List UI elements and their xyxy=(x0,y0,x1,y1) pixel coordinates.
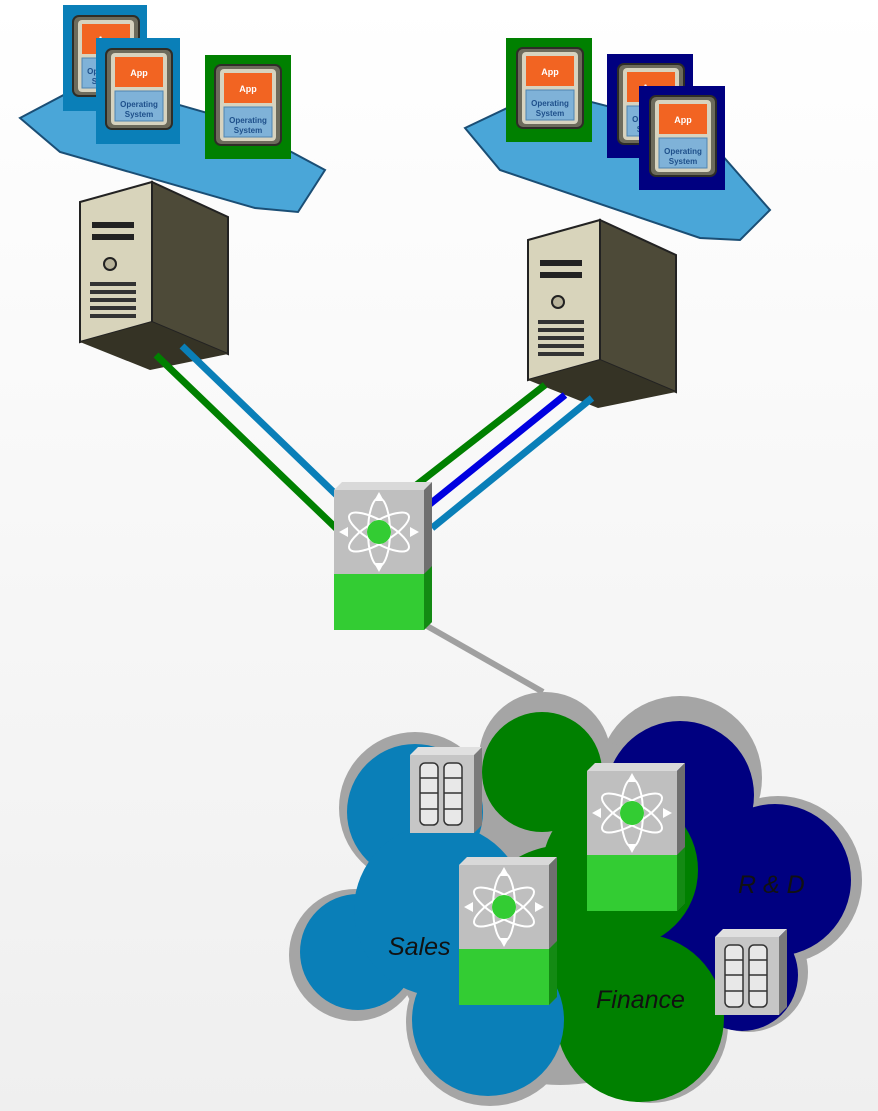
vm-os-label-line2: System xyxy=(669,157,697,166)
vm-left-2: App Operating System xyxy=(96,38,180,144)
uplink-right xyxy=(407,382,595,531)
segment-label-sales: Sales xyxy=(388,933,451,961)
storage-array-rnd xyxy=(714,928,788,1016)
physical-server-left xyxy=(79,181,229,371)
storage-array-sales xyxy=(409,746,483,834)
switch-sales xyxy=(458,856,558,1006)
segment-label-rnd: R & D xyxy=(738,871,805,899)
vm-os-label-line1: Operating xyxy=(531,99,569,108)
vm-left-3: App Operating System xyxy=(205,55,291,159)
core-to-campus-link xyxy=(418,619,545,695)
vm-os-label-line1: Operating xyxy=(120,100,158,109)
switch-finance xyxy=(586,762,686,912)
physical-server-right xyxy=(527,219,677,409)
vm-os-label-line1: Operating xyxy=(664,147,702,156)
vm-app-label: App xyxy=(239,84,257,94)
uplink-left xyxy=(153,343,353,533)
vm-right-3: App Operating System xyxy=(639,86,725,190)
segment-label-finance: Finance xyxy=(596,986,685,1014)
vm-os-label-line2: System xyxy=(125,110,153,119)
campus-cloud xyxy=(289,692,862,1106)
vm-os-label-line2: System xyxy=(536,109,564,118)
vm-right-1: App Operating System xyxy=(506,38,592,142)
vm-app-label: App xyxy=(541,67,559,77)
vm-os-label-line2: System xyxy=(234,126,262,135)
vm-app-label: App xyxy=(674,115,692,125)
vm-os-label-line1: Operating xyxy=(229,116,267,125)
vm-app-label: App xyxy=(130,68,148,78)
core-switch xyxy=(333,481,433,631)
